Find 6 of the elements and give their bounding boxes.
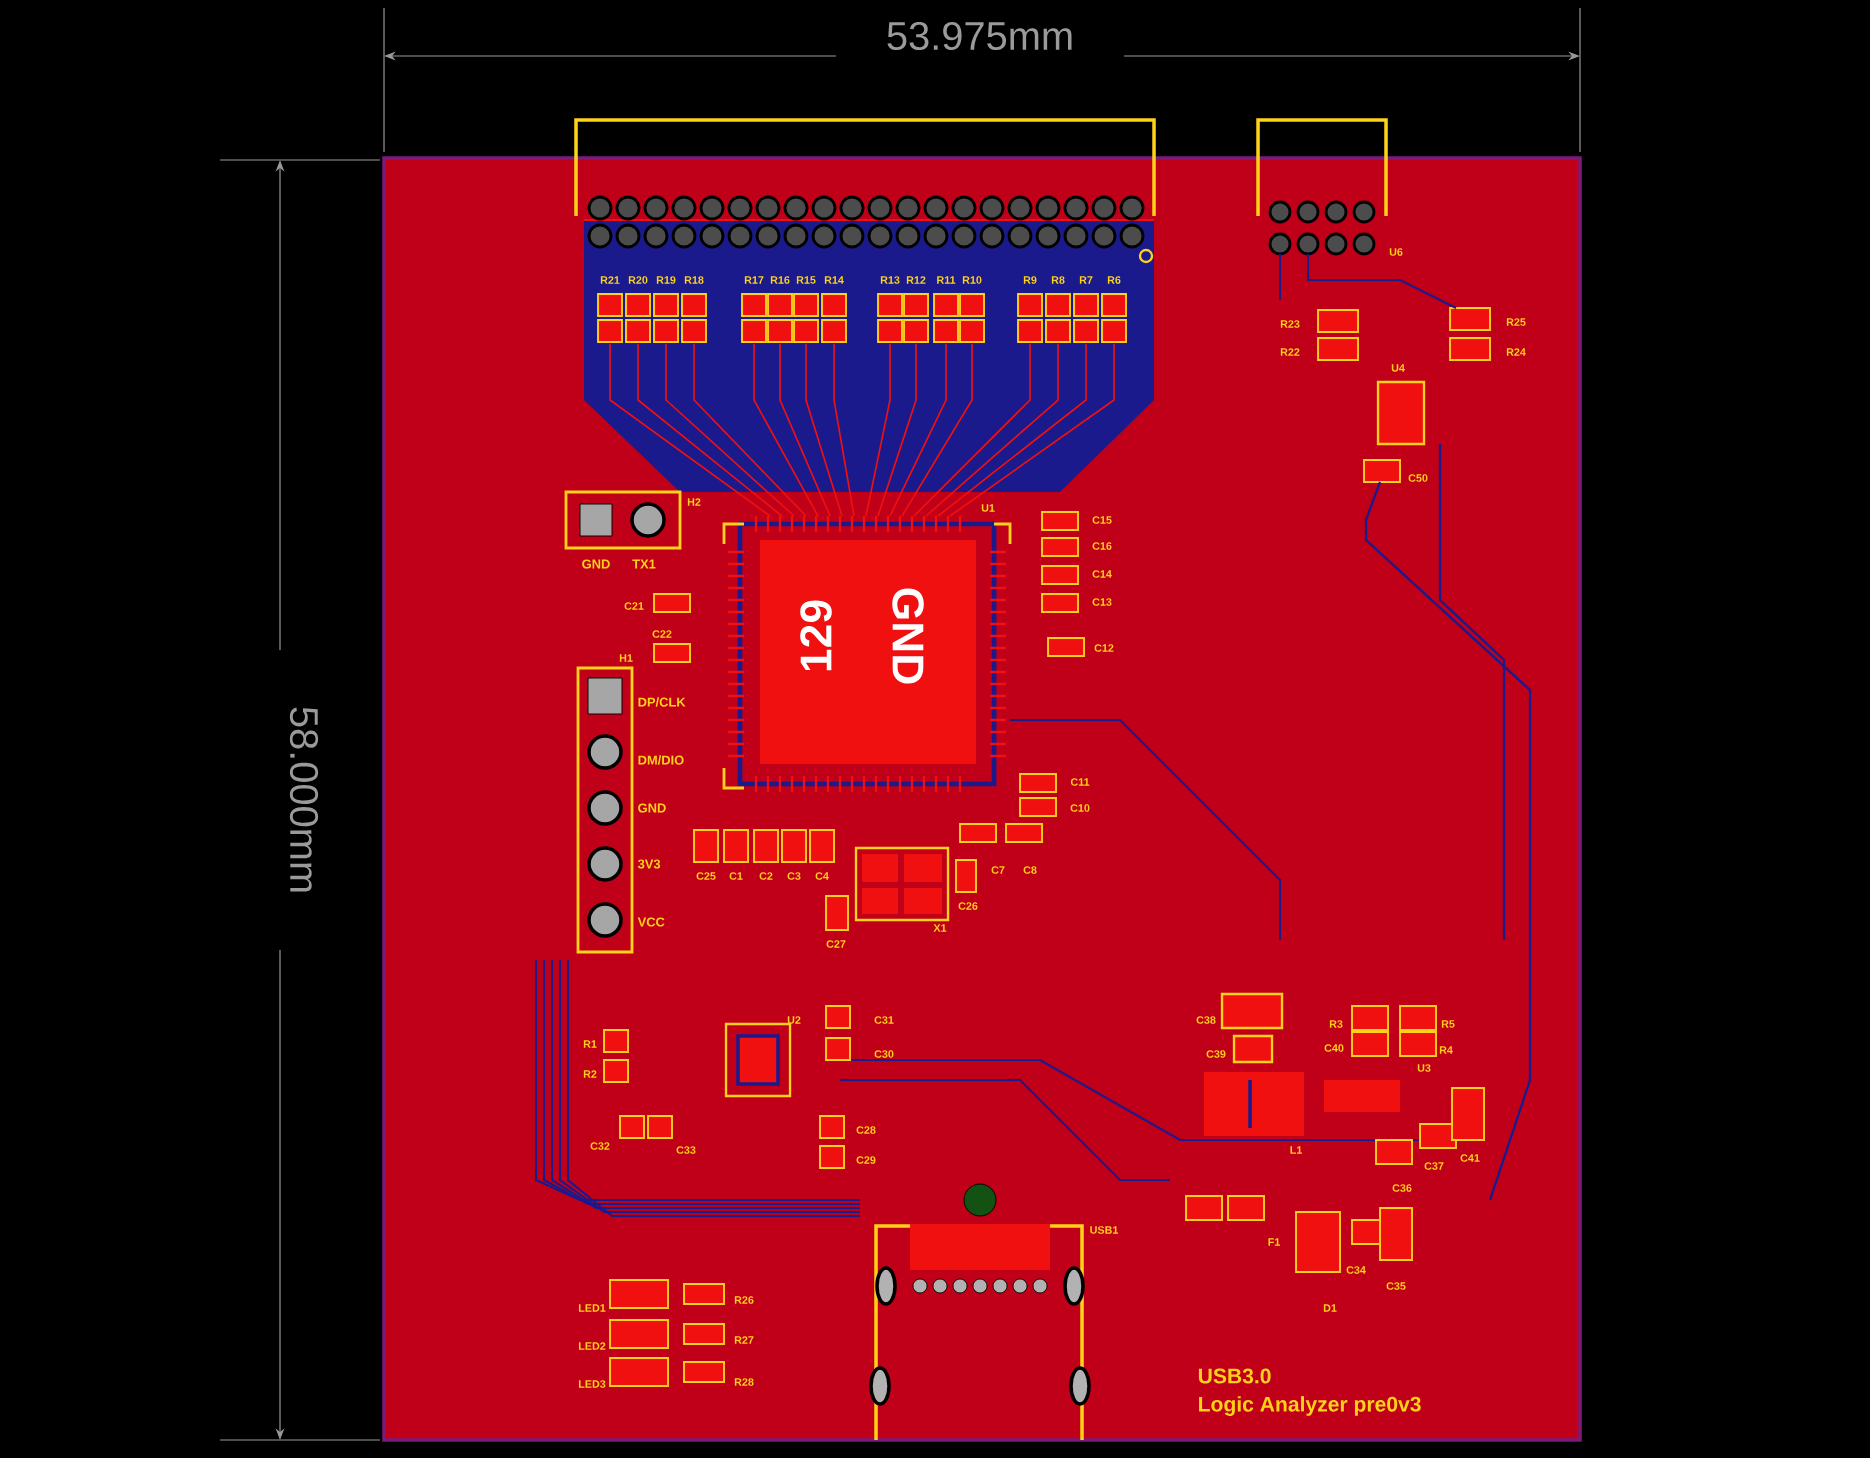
silkscreen-label: GND (892, 588, 924, 684)
silkscreen-label: 129 (800, 600, 832, 671)
silkscreen-label: USB3.0 (1198, 1368, 1271, 1384)
silkscreen-label: Logic Analyzer pre0v3 (1199, 1396, 1421, 1416)
dimension-label: 53.975mm (887, 21, 1072, 51)
dimension-label: 58.000mm (289, 707, 319, 892)
